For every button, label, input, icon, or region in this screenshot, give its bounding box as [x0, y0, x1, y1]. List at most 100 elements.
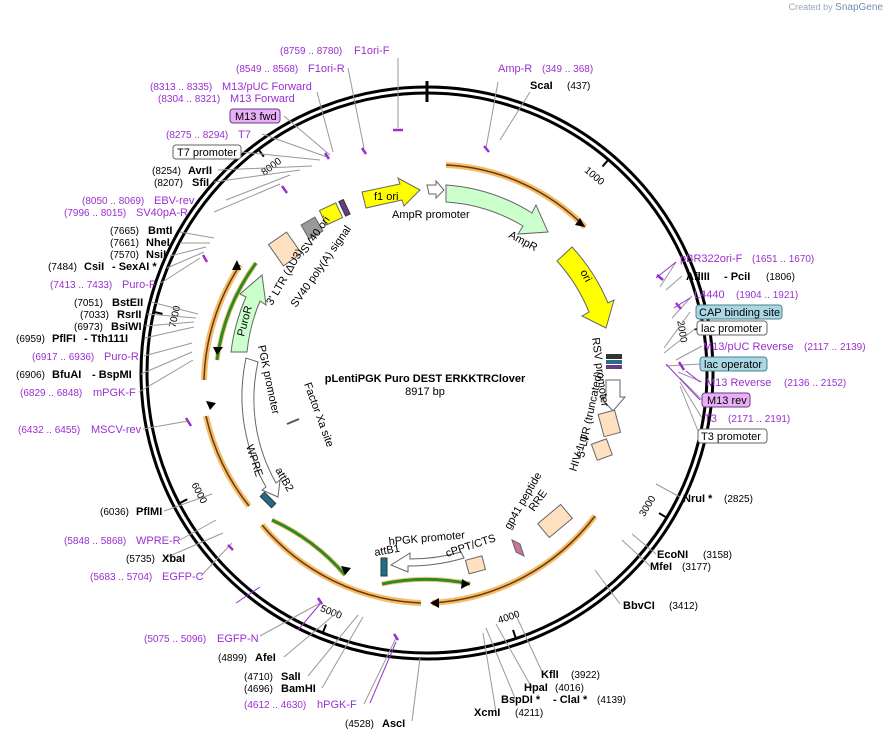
feature-shapes [230, 176, 627, 577]
enzyme-name-scai: ScaI [530, 80, 553, 92]
attb2-marker [259, 491, 277, 509]
primer-range-puro-f: (7413 .. 7433) [50, 280, 112, 291]
rsv-promoter-bar-2 [606, 360, 622, 364]
primer-range-puro-r: (6917 .. 6936) [32, 352, 94, 363]
enzyme-pos-econi: (3158) [703, 550, 732, 561]
enzyme-pos-nsii: (7570) [110, 250, 139, 261]
enzyme-name-nrui: NruI * [683, 493, 713, 505]
enzyme-name-rsrii: RsrII [117, 309, 141, 321]
primer-name-hpgk-f: hPGK-F [317, 699, 357, 711]
enzyme-name-csii: CsiI [84, 261, 104, 273]
enzyme-pos-rsrii: (7033) [80, 310, 109, 321]
tick-mark [321, 624, 328, 634]
enzyme-pos-afliii: (1806) [766, 272, 795, 283]
primer-range-t3: (2171 .. 2191) [728, 414, 790, 425]
rsv-promoter-bar-1 [606, 354, 622, 359]
feature-label-ampr-promoter: AmpR promoter [392, 209, 470, 221]
primer-marks [184, 128, 686, 641]
primer-name-m13-rev: M13 Reverse [706, 377, 771, 389]
tick-mark [601, 159, 610, 168]
cppt-box [464, 555, 487, 575]
enzyme-pos-sfii: (8207) [154, 178, 183, 189]
ltr5-box [597, 409, 622, 438]
enzyme-name-bspmi: - BspMI [92, 369, 132, 381]
tick-label: 1000 [582, 165, 606, 188]
enzyme-name-sfii: SfiI [192, 177, 209, 189]
primer-name-egfp-c: EGFP-C [162, 571, 204, 583]
sv40-small-mark [338, 198, 351, 217]
tick-label: 4000 [497, 609, 522, 627]
pgk-wpre-arrow [241, 357, 281, 498]
primer-range-sv40pa-r: (7996 .. 8015) [64, 208, 126, 219]
primer-range-m13puc-rev: (2117 .. 2139) [804, 342, 866, 353]
enzyme-name-bmti: BmtI [148, 225, 172, 237]
rsv-promoter-bar-3 [606, 365, 622, 369]
primer-range-amp-r: (349 .. 368) [542, 64, 593, 75]
primer-range-f1ori-r: (8549 .. 8568) [236, 64, 298, 75]
primer-name-amp-r: Amp-R [498, 63, 532, 75]
ampr-promoter-arrow [426, 179, 445, 200]
enzyme-pos-pflfi: (6959) [16, 334, 45, 345]
primer-name-mscv-rev: MSCV-rev [91, 424, 142, 436]
primer-range-m13-rev: (2136 .. 2152) [784, 378, 846, 389]
sv40-ori-box [318, 202, 344, 226]
m13-rev-box [701, 392, 751, 408]
primer-range-wpre-r: (5848 .. 5868) [64, 536, 126, 547]
feature-label-ori: ori [577, 268, 593, 284]
enzyme-name-sali: SalI [281, 671, 301, 683]
arc-left-upper [203, 264, 241, 381]
enzyme-pos-bsiwi: (6973) [74, 322, 103, 333]
ampr-arrow [445, 184, 549, 235]
primer-range-l4440: (1904 .. 1921) [736, 290, 798, 301]
snapgene-watermark: Created by SnapGene [789, 2, 883, 13]
primer-name-m13-fwd: M13 Forward [230, 93, 295, 105]
enzyme-name-xcmi: XcmI [474, 707, 500, 719]
sv40-polya-box [300, 216, 324, 240]
enzyme-pos-csii: (7484) [48, 262, 77, 273]
enzyme-pos-kfli: (3922) [571, 670, 600, 681]
hpgk-promoter-arrow [389, 551, 465, 573]
enzyme-pos-bfuai: (6906) [16, 370, 45, 381]
primer-name-pbr322ori-f: pBR322ori-F [680, 253, 743, 265]
primer-name-m13puc-fwd: M13/pUC Forward [222, 81, 312, 93]
arc-left-upper-glow [201, 263, 243, 381]
right-enzymes: ScaI (437) AflIII - PciI (1806) NruI * (… [474, 80, 795, 719]
enzyme-pos-hpai: (4016) [555, 683, 584, 694]
watermark-prefix: Created by [788, 2, 833, 12]
tick-mark [512, 629, 517, 639]
enzyme-name-pcii: - PciI [724, 271, 750, 283]
enzyme-pos-sali: (4710) [244, 672, 273, 683]
feature-box-t3-promoter: T3 promoter [701, 431, 761, 443]
tick-label: 5000 [318, 603, 343, 622]
t7-promoter-box [172, 144, 242, 160]
enzyme-pos-pflmi: (6036) [100, 507, 129, 518]
arc-left-bottom [261, 524, 422, 604]
lac-promoter-box [696, 320, 768, 336]
primer-name-m13puc-rev: M13/pUC Reverse [703, 341, 793, 353]
primer-leaders [235, 261, 701, 704]
primer-name-sv40pa-r: SV40pA-R [136, 207, 188, 219]
lac-operator-box [699, 356, 768, 372]
tick-label: 2000 [674, 320, 689, 344]
primer-name-ebv-rev: EBV-rev [154, 195, 195, 207]
rsv-promoter-arrow [598, 379, 627, 412]
enzyme-name-bsiwi: BsiWI [111, 321, 142, 333]
t3-promoter-box [697, 428, 768, 444]
primer-range-egfp-c: (5683 .. 5704) [90, 572, 152, 583]
enzyme-pos-xbai: (5735) [126, 554, 155, 565]
enzyme-name-mfei: MfeI [650, 561, 672, 573]
enzyme-pos-mfei: (3177) [682, 562, 711, 573]
left-primer-labels: (8759 .. 8780) F1ori-F (8549 .. 8568) F1… [18, 45, 390, 711]
primer-box-m13-fwd: M13 fwd [235, 111, 277, 123]
enzyme-name-pflmi: PflMI [136, 506, 162, 518]
enzyme-name-econi: EcoNI [657, 549, 688, 561]
plasmid-length: 8917 bp [405, 386, 445, 398]
enzyme-name-bsteii: BstEII [112, 297, 143, 309]
feature-arcs [201, 162, 598, 608]
enzyme-pos-nrui: (2825) [724, 494, 753, 505]
enzyme-name-tth111i: - Tth111I [84, 333, 128, 345]
primer-range-m13-fwd: (8304 .. 8321) [158, 94, 220, 105]
enzyme-name-clai: - ClaI * [553, 694, 588, 706]
primer-name-wpre-r: WPRE-R [136, 535, 181, 547]
